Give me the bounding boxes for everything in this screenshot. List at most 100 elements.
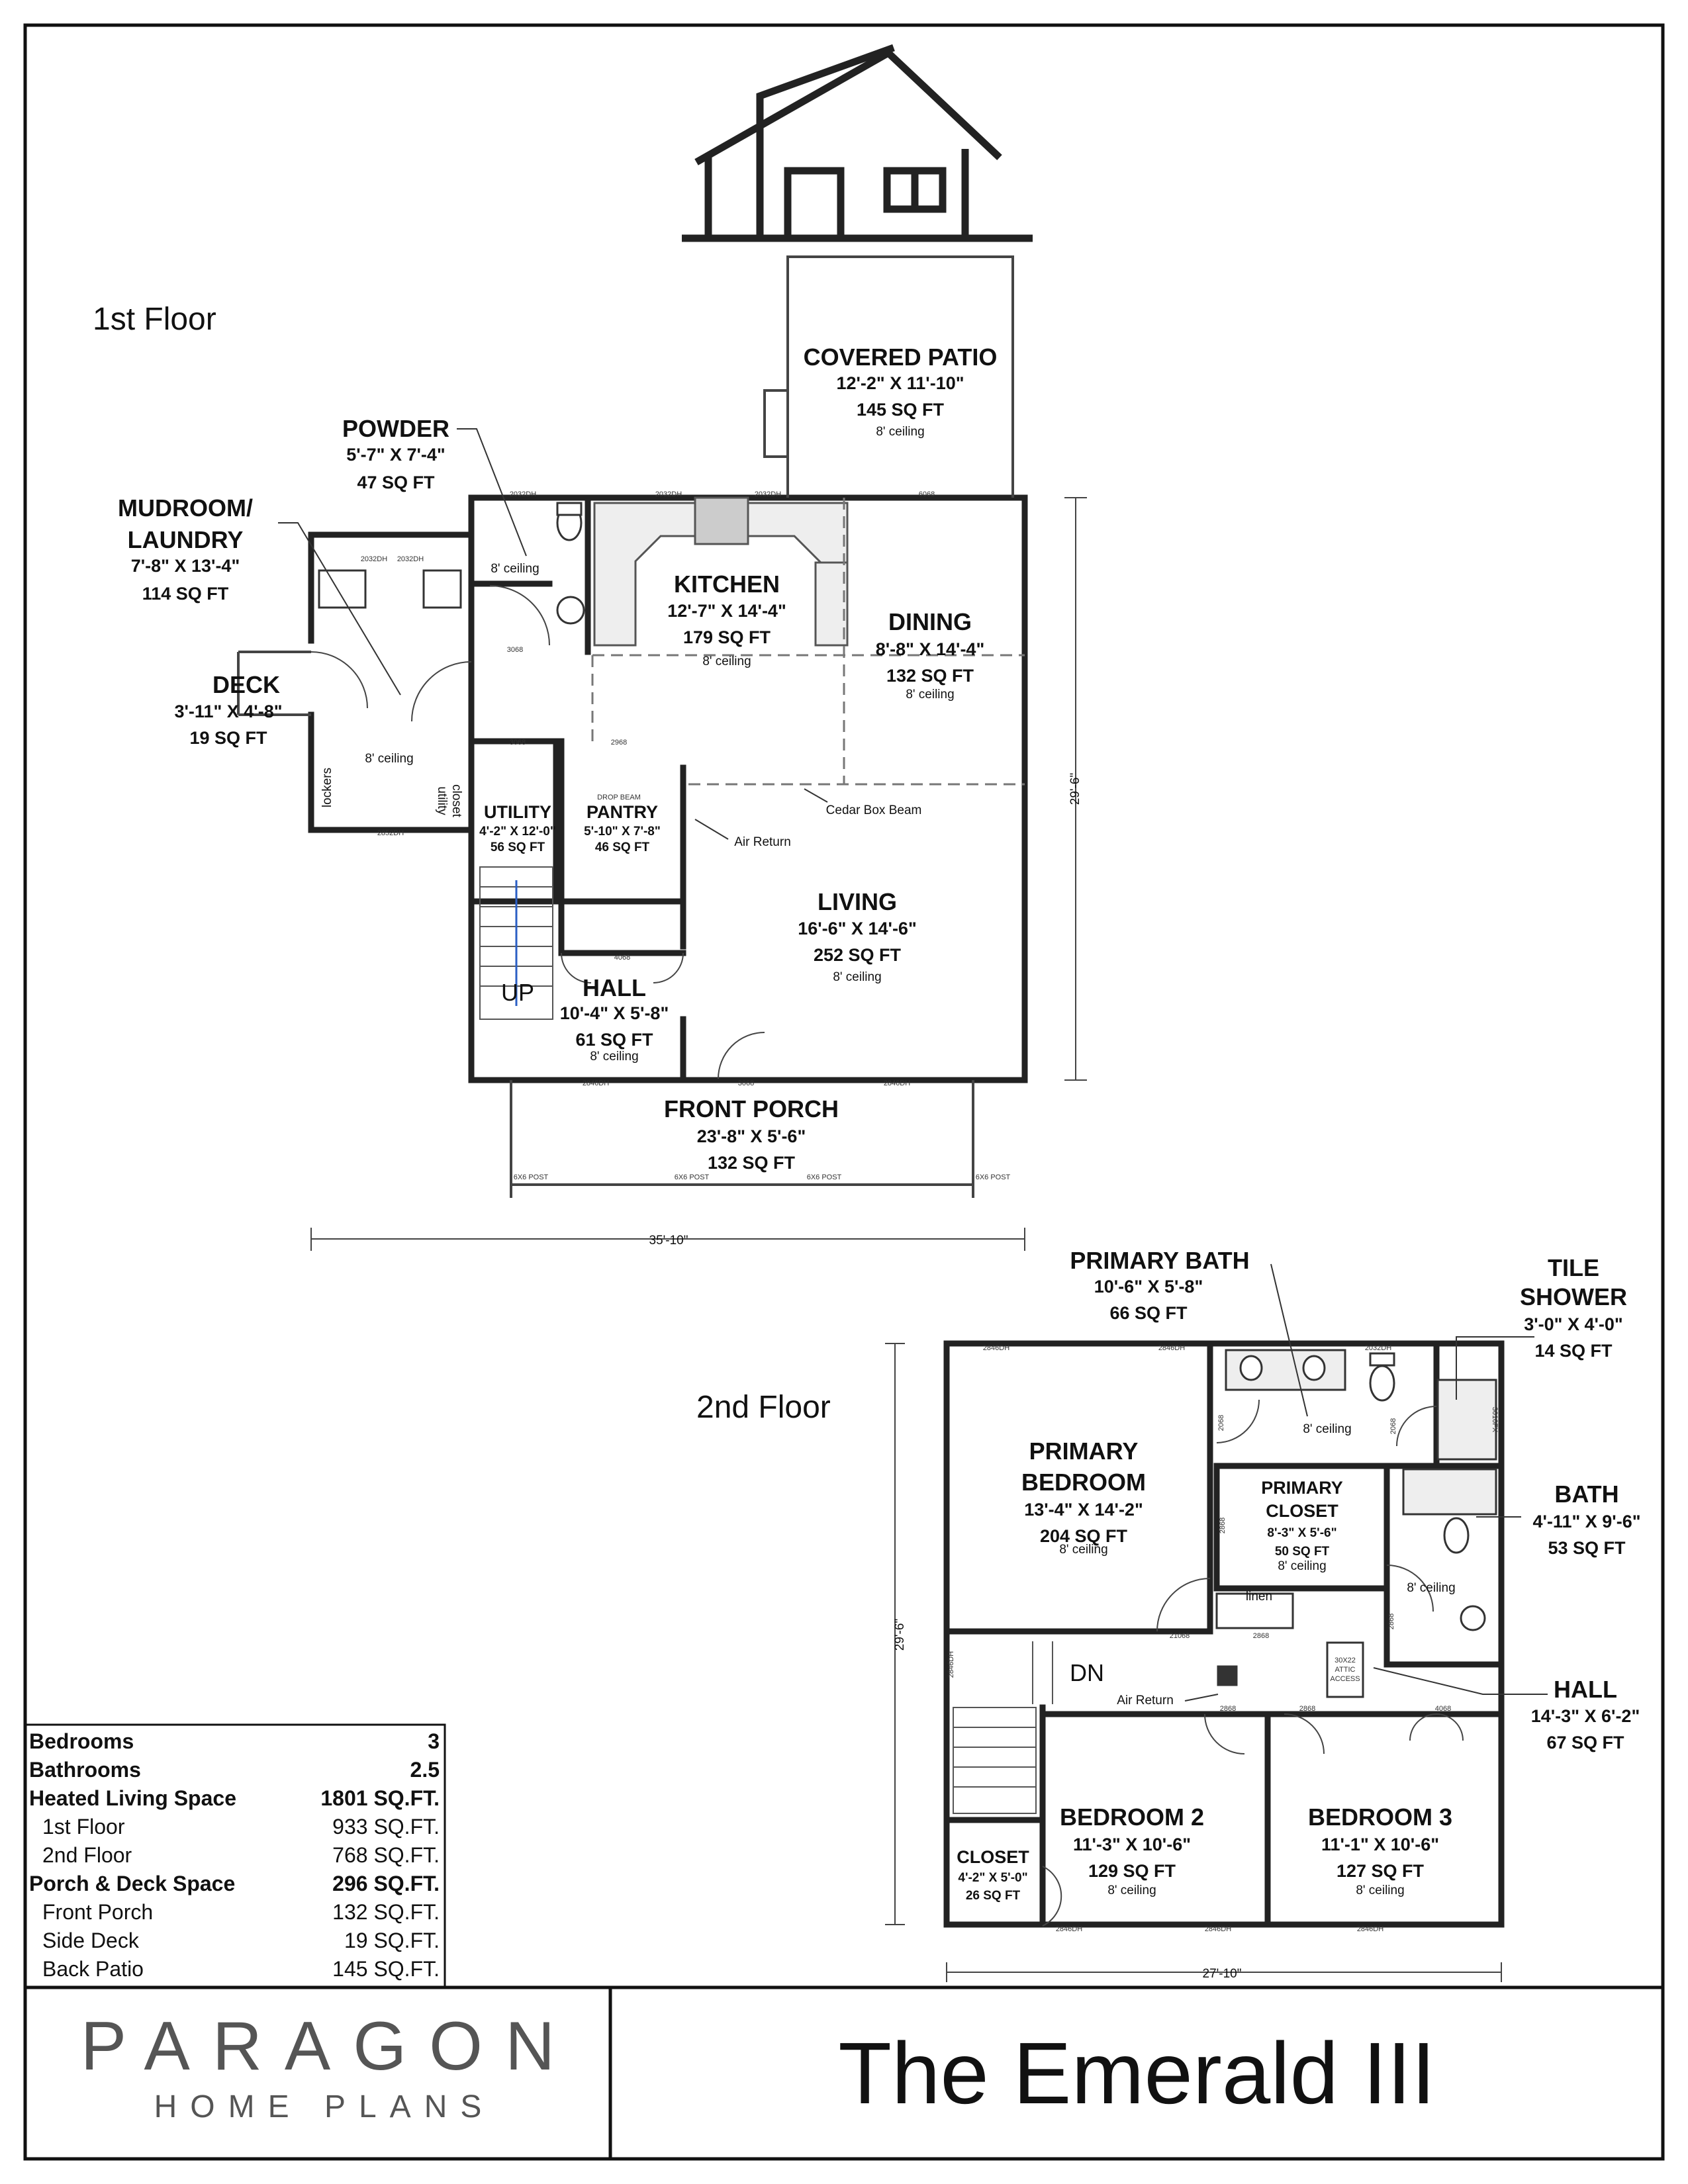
- brand-block: PARAGON HOME PLANS: [26, 1989, 609, 2158]
- tag-2868-2: 2868: [1253, 1632, 1269, 1640]
- hall2-name: HALL: [1554, 1676, 1617, 1703]
- first-floor-label: 1st Floor: [93, 302, 216, 337]
- stats-key: Front Porch: [42, 1900, 154, 1924]
- stairs-second: [953, 1641, 1053, 1814]
- tag-2846dh-4: 2846DH: [1158, 1344, 1185, 1352]
- house-logo: [682, 44, 1033, 242]
- tag-2868-4: 2868: [1220, 1705, 1236, 1713]
- room-kitchen: KITCHEN 12'-7" X 14'-4" 179 SQ FT 8' cei…: [667, 570, 786, 668]
- tag-3010fx: 3010FX: [1491, 1407, 1499, 1433]
- stats-value: 933 SQ.FT.: [332, 1815, 440, 1839]
- primary-bedroom-area: 204 SQ FT: [1040, 1526, 1128, 1546]
- primary-bath-area: 66 SQ FT: [1109, 1303, 1188, 1323]
- air-return-label-first: Air Return: [734, 835, 791, 849]
- stats-value: 19 SQ.FT.: [344, 1929, 440, 1952]
- front-porch-name: FRONT PORCH: [664, 1095, 839, 1122]
- room-living: LIVING 16'-6" X 14'-6" 252 SQ FT 8' ceil…: [798, 888, 917, 984]
- powder-name: POWDER: [342, 415, 449, 442]
- primary-closet-ceiling: 8' ceiling: [1278, 1559, 1326, 1573]
- tile-shower-dim: 3'-0" X 4'-0": [1524, 1314, 1623, 1334]
- stats-key: 1st Floor: [42, 1815, 125, 1839]
- room-bath: BATH 4'-11" X 9'-6" 53 SQ FT 8' ceiling: [1407, 1480, 1640, 1595]
- room-hall-second: HALL 14'-3" X 6'-2" 67 SQ FT: [1531, 1676, 1640, 1752]
- primary-closet-name1: PRIMARY: [1261, 1478, 1343, 1498]
- bedroom3-ceiling: 8' ceiling: [1356, 1884, 1404, 1897]
- front-porch-dim: 23'-8" X 5'-6": [697, 1126, 806, 1146]
- primary-closet-dim: 8'-3" X 5'-6": [1267, 1526, 1336, 1540]
- room-deck: DECK 3'-11" X 4'-8" 19 SQ FT: [174, 671, 282, 748]
- stats-value: 3: [428, 1729, 440, 1753]
- tag-2846dh-1: 2846DH: [583, 1079, 609, 1087]
- first-floor-walls: [308, 494, 1028, 1083]
- tag-3068-2: 3068: [510, 739, 526, 747]
- brand-subtitle: HOME PLANS: [154, 2089, 495, 2124]
- room-covered-patio: COVERED PATIO 12'-2" X 11'-10" 145 SQ FT…: [804, 343, 998, 439]
- plan-title: The Emerald III: [838, 2025, 1436, 2122]
- second-floor-fixtures: [1215, 1349, 1497, 1698]
- first-width-dim: 35'-10": [649, 1234, 688, 1248]
- stats-value: 132 SQ.FT.: [332, 1900, 440, 1924]
- stats-key: Side Deck: [42, 1929, 139, 1952]
- porch-outlines: [237, 255, 1014, 1198]
- bedroom3-name: BEDROOM 3: [1308, 1803, 1452, 1831]
- utility-area: 56 SQ FT: [491, 841, 545, 854]
- dining-dim: 8'-8" X 14'-4": [876, 639, 985, 659]
- room-hall-first: HALL 10'-4" X 5'-8" 61 SQ FT 8' ceiling: [560, 974, 669, 1064]
- tag-2846dh-6: 2846DH: [1056, 1925, 1082, 1933]
- bath-dim: 4'-11" X 9'-6": [1532, 1512, 1640, 1531]
- tag-21068: 21068: [1170, 1632, 1190, 1640]
- second-floor-label: 2nd Floor: [696, 1390, 831, 1425]
- tag-2032dh-4: 2032DH: [361, 555, 387, 563]
- drop-beam-label: DROP BEAM: [597, 794, 641, 801]
- tag-2846dh-2: 2846DH: [884, 1079, 910, 1087]
- stats-box: [24, 1723, 446, 1989]
- tag-post-3: 6X6 POST: [807, 1173, 842, 1181]
- deck-dim: 3'-11" X 4'-8": [174, 702, 282, 721]
- tag-4068-1: 4068: [614, 954, 630, 962]
- stats-key: Heated Living Space: [29, 1786, 236, 1810]
- attic-label1: 30X22: [1335, 1657, 1356, 1664]
- tag-2846dh-5: 2846DH: [947, 1651, 955, 1678]
- dining-ceiling: 8' ceiling: [906, 688, 954, 702]
- tag-4068-2: 4068: [1435, 1705, 1451, 1713]
- second-floor-walls: [943, 1340, 1505, 1928]
- leader-lines: [278, 428, 1548, 1702]
- tag-2032dh-2: 2032DH: [655, 490, 682, 498]
- room-front-porch: FRONT PORCH 23'-8" X 5'-6" 132 SQ FT: [664, 1095, 839, 1173]
- tag-2068-1: 2068: [1217, 1415, 1225, 1431]
- tag-2868-1: 2868: [1219, 1518, 1227, 1533]
- room-mudroom: MUDROOM/ LAUNDRY 7'-8" X 13'-4" 114 SQ F…: [118, 494, 414, 766]
- door-swings-second: [1042, 1399, 1464, 1927]
- room-closet: CLOSET 4'-2" X 5'-0" 26 SQ FT: [957, 1847, 1029, 1903]
- living-area: 252 SQ FT: [814, 945, 902, 965]
- up-label: UP: [501, 979, 534, 1006]
- covered-patio-area: 145 SQ FT: [857, 400, 945, 420]
- bath-ceiling: 8' ceiling: [1407, 1581, 1455, 1595]
- mudroom-dim: 7'-8" X 13'-4": [131, 556, 240, 576]
- primary-closet-area: 50 SQ FT: [1275, 1545, 1330, 1559]
- beams: [591, 498, 1025, 786]
- primary-bedroom-dim: 13'-4" X 14'-2": [1024, 1500, 1143, 1520]
- tag-3068-1: 3068: [507, 646, 523, 654]
- bedroom3-area: 127 SQ FT: [1336, 1861, 1425, 1881]
- tag-2968: 2968: [611, 739, 627, 747]
- kitchen-name: KITCHEN: [674, 570, 780, 598]
- bedroom2-name: BEDROOM 2: [1060, 1803, 1204, 1831]
- room-primary-bath: PRIMARY BATH 10'-6" X 5'-8" 66 SQ FT 8' …: [1070, 1247, 1351, 1436]
- utility-closet-label1: utility: [435, 786, 449, 815]
- stats-key: Back Patio: [42, 1957, 144, 1981]
- tile-shower-area: 14 SQ FT: [1534, 1341, 1613, 1361]
- tag-post-4: 6X6 POST: [976, 1173, 1011, 1181]
- closet-area: 26 SQ FT: [966, 1889, 1021, 1903]
- room-utility: UTILITY 4'-2" X 12'-0" 56 SQ FT: [479, 802, 556, 854]
- hall2-dim: 14'-3" X 6'-2": [1531, 1706, 1640, 1726]
- kitchen-area: 179 SQ FT: [683, 627, 771, 647]
- tile-shower-name1: TILE: [1548, 1254, 1599, 1281]
